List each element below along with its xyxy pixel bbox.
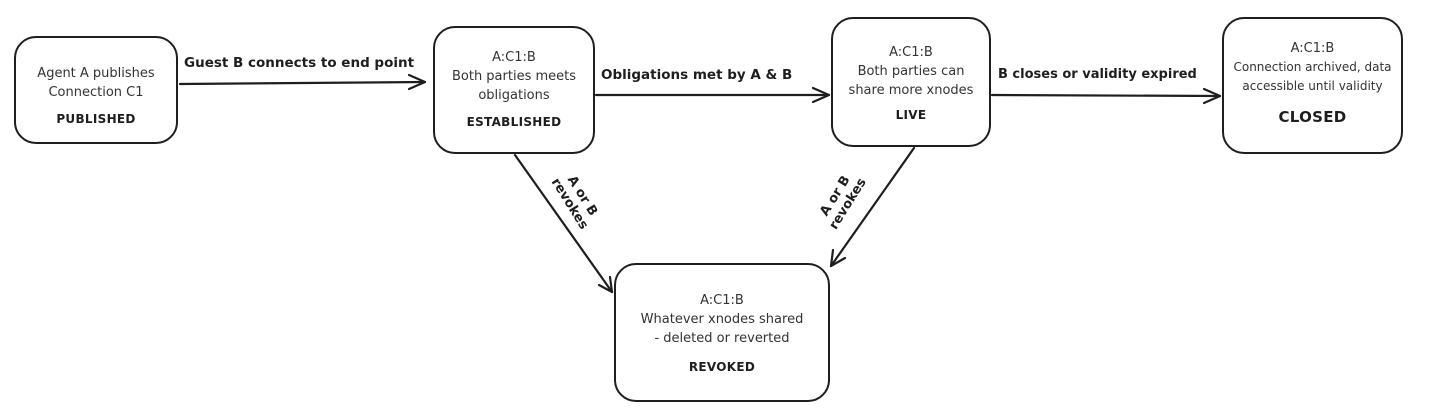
established-id: A:C1:B bbox=[492, 50, 536, 65]
established-state-label: ESTABLISHED bbox=[466, 115, 562, 129]
live-id: A:C1:B bbox=[889, 45, 933, 60]
state-established: A:C1:B Both parties meets obligations ES… bbox=[433, 26, 595, 154]
state-revoked: A:C1:B Whatever xnodes shared - deleted … bbox=[614, 263, 830, 402]
state-live: A:C1:B Both parties can share more xnode… bbox=[831, 17, 991, 147]
edge-label-published-to-established: Guest B connects to end point bbox=[184, 55, 415, 71]
closed-id: A:C1:B bbox=[1290, 41, 1335, 56]
revoked-id: A:C1:B bbox=[700, 293, 744, 308]
revoked-description: Whatever xnodes shared - deleted or reve… bbox=[640, 312, 804, 346]
published-description: Agent A publishes Connection C1 bbox=[37, 66, 155, 100]
state-closed: A:C1:B Connection archived, data accessi… bbox=[1222, 17, 1403, 154]
edge-label-live-to-closed: B closes or validity expired bbox=[998, 67, 1197, 82]
live-state-label: LIVE bbox=[895, 108, 927, 122]
closed-description: Connection archived, data accessible unt… bbox=[1233, 60, 1392, 93]
arrow-established-to-revoked bbox=[513, 153, 614, 294]
arrow-live-to-closed bbox=[990, 87, 1222, 105]
arrow-live-to-revoked bbox=[829, 146, 916, 268]
revoked-state-label: REVOKED bbox=[688, 360, 756, 374]
state-published: Agent A publishes Connection C1 PUBLISHE… bbox=[14, 36, 178, 144]
closed-state-label: CLOSED bbox=[1278, 108, 1347, 126]
published-state-label: PUBLISHED bbox=[56, 112, 136, 126]
arrow-established-to-live bbox=[594, 86, 831, 104]
arrow-published-to-established bbox=[178, 73, 427, 91]
established-description: Both parties meets obligations bbox=[451, 69, 577, 103]
edge-label-established-to-live: Obligations met by A & B bbox=[601, 67, 793, 83]
live-description: Both parties can share more xnodes bbox=[848, 64, 974, 98]
